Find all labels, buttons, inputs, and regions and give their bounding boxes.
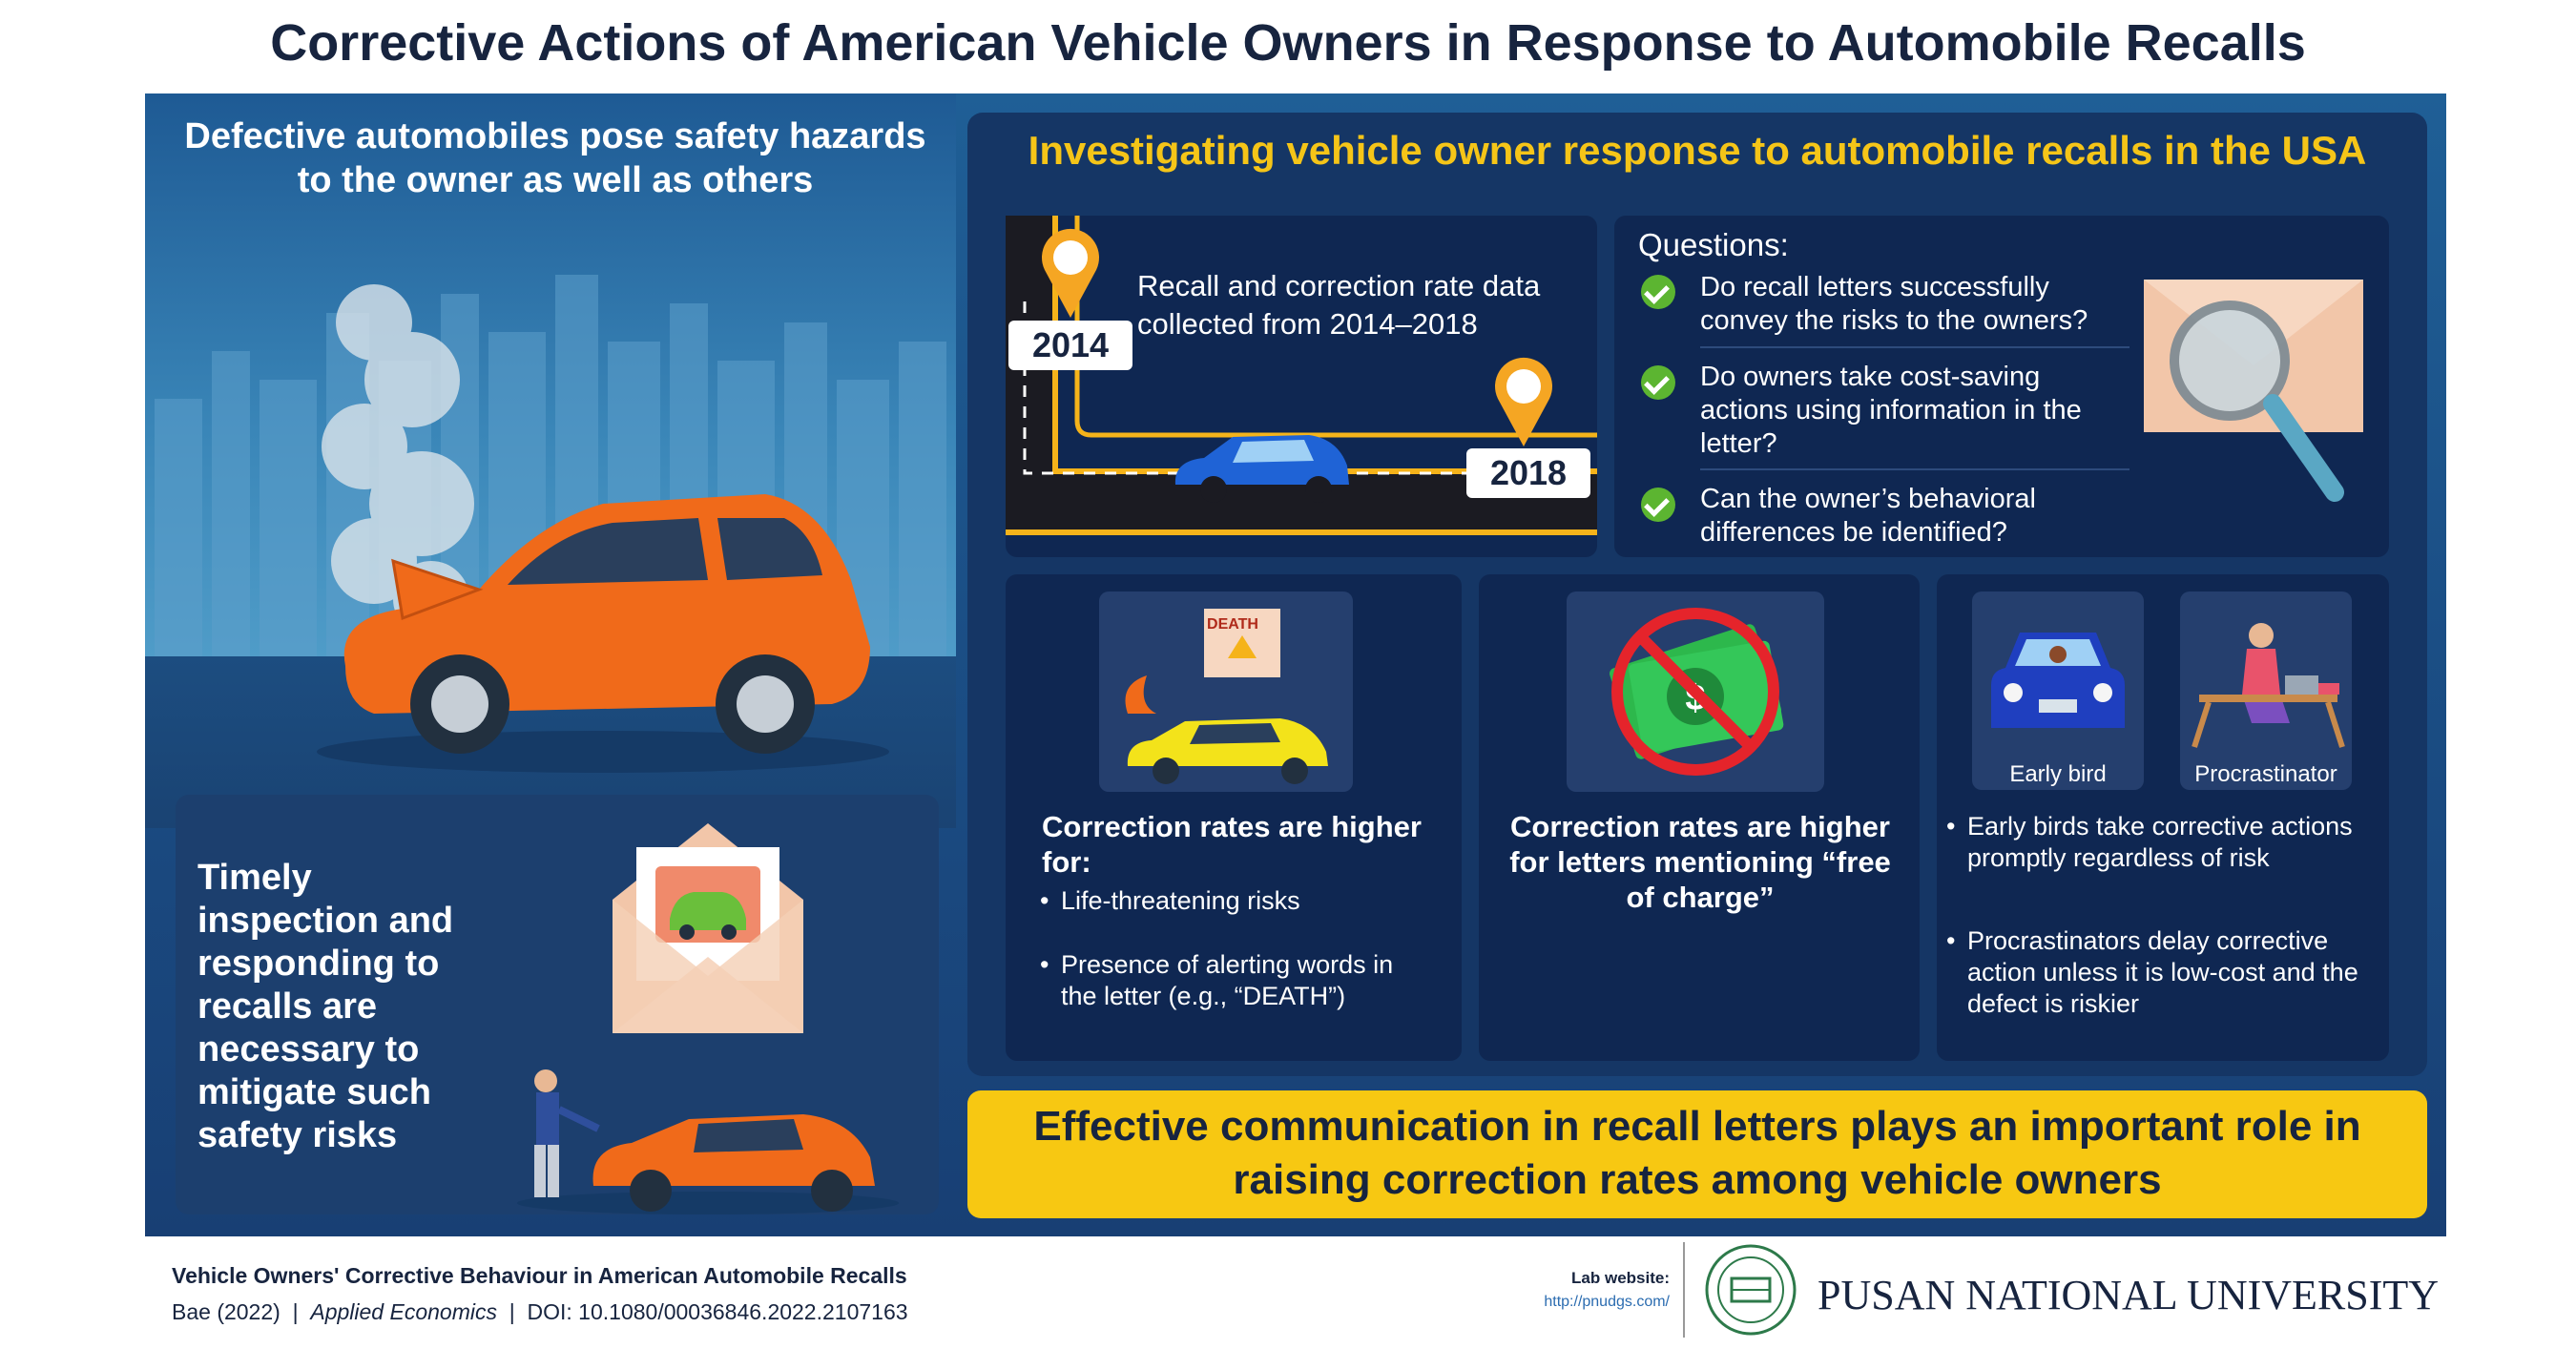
check-icon — [1641, 275, 1675, 309]
infographic-title: Corrective Actions of American Vehicle O… — [270, 14, 2306, 72]
procrastinator-label: Procrastinator — [2194, 761, 2337, 787]
question-item: Can the owner’s behavioral differences b… — [1700, 484, 2036, 548]
location-pin-icon — [1042, 228, 1099, 318]
questions-label: Questions: — [1638, 227, 1789, 262]
left-heading: Defective automobiles pose safety hazard… — [184, 116, 926, 200]
mechanic-inspecting-car-illustration — [517, 1069, 899, 1214]
divider — [1700, 468, 2129, 470]
year-start-label: 2014 — [1008, 321, 1132, 370]
paper-title: Vehicle Owners' Corrective Behaviour in … — [172, 1263, 907, 1288]
lab-website-link[interactable]: http://pnudgs.com/ — [1544, 1294, 1670, 1310]
question-item: Do recall letters successfully convey th… — [1700, 272, 2088, 336]
footer-divider — [1683, 1242, 1685, 1338]
procrastinator-person-icon — [2192, 623, 2345, 748]
early-bird-car-icon — [1991, 633, 2125, 728]
citation: Bae (2022) | Applied Economics | DOI: 10… — [172, 1299, 908, 1324]
card2-heading: Correction rates are higher for letters … — [1509, 810, 1891, 914]
road-timeline-illustration — [1006, 216, 1597, 535]
citation-doi: DOI: 10.1080/00036846.2022.2107163 — [527, 1299, 908, 1324]
infographic-panel: Defective automobiles pose safety hazard… — [145, 93, 2446, 1236]
blue-car-icon — [1174, 435, 1349, 503]
bullet-item: Early birds take corrective actions prom… — [1946, 811, 2368, 874]
investigation-heading: Investigating vehicle owner response to … — [1028, 128, 2367, 173]
conclusion-banner — [967, 1090, 2427, 1218]
smoking-car-illustration — [317, 284, 889, 773]
citation-author: Bae (2022) — [172, 1299, 280, 1324]
location-pin-icon — [1495, 357, 1552, 446]
divider — [1700, 346, 2129, 348]
lab-website-label: Lab website: — [1571, 1269, 1670, 1287]
bullet-item: Procrastinators delay corrective action … — [1946, 925, 2368, 1020]
check-icon — [1641, 365, 1675, 400]
magnifying-glass-envelope-icon — [2144, 280, 2363, 502]
death-label: DEATH — [1207, 616, 1258, 633]
timeline-description: Recall and correction rate data collecte… — [1137, 269, 1541, 341]
check-icon — [1641, 488, 1675, 522]
no-money-icon: $ — [1610, 608, 1784, 776]
timely-inspection-text: Timely inspection and responding to reca… — [197, 858, 454, 1155]
university-name: PUSAN NATIONAL UNIVERSITY — [1818, 1272, 2440, 1318]
citation-journal: Applied Economics — [310, 1299, 497, 1324]
bullet-item: Presence of alerting words in the letter… — [1040, 949, 1423, 1012]
recall-letter-envelope-icon — [613, 823, 803, 1033]
question-item: Do owners take cost-saving actions using… — [1700, 362, 2082, 459]
card1-heading: Correction rates are higher for: — [1042, 810, 1422, 879]
burning-car-death-letter-icon — [1125, 609, 1328, 784]
conclusion-text: Effective communication in recall letter… — [1033, 1103, 2361, 1203]
bullet-item: Life-threatening risks — [1040, 885, 1423, 917]
early-bird-label: Early bird — [2009, 761, 2107, 787]
year-end-label: 2018 — [1466, 448, 1590, 498]
university-seal-logo — [1705, 1244, 1797, 1336]
